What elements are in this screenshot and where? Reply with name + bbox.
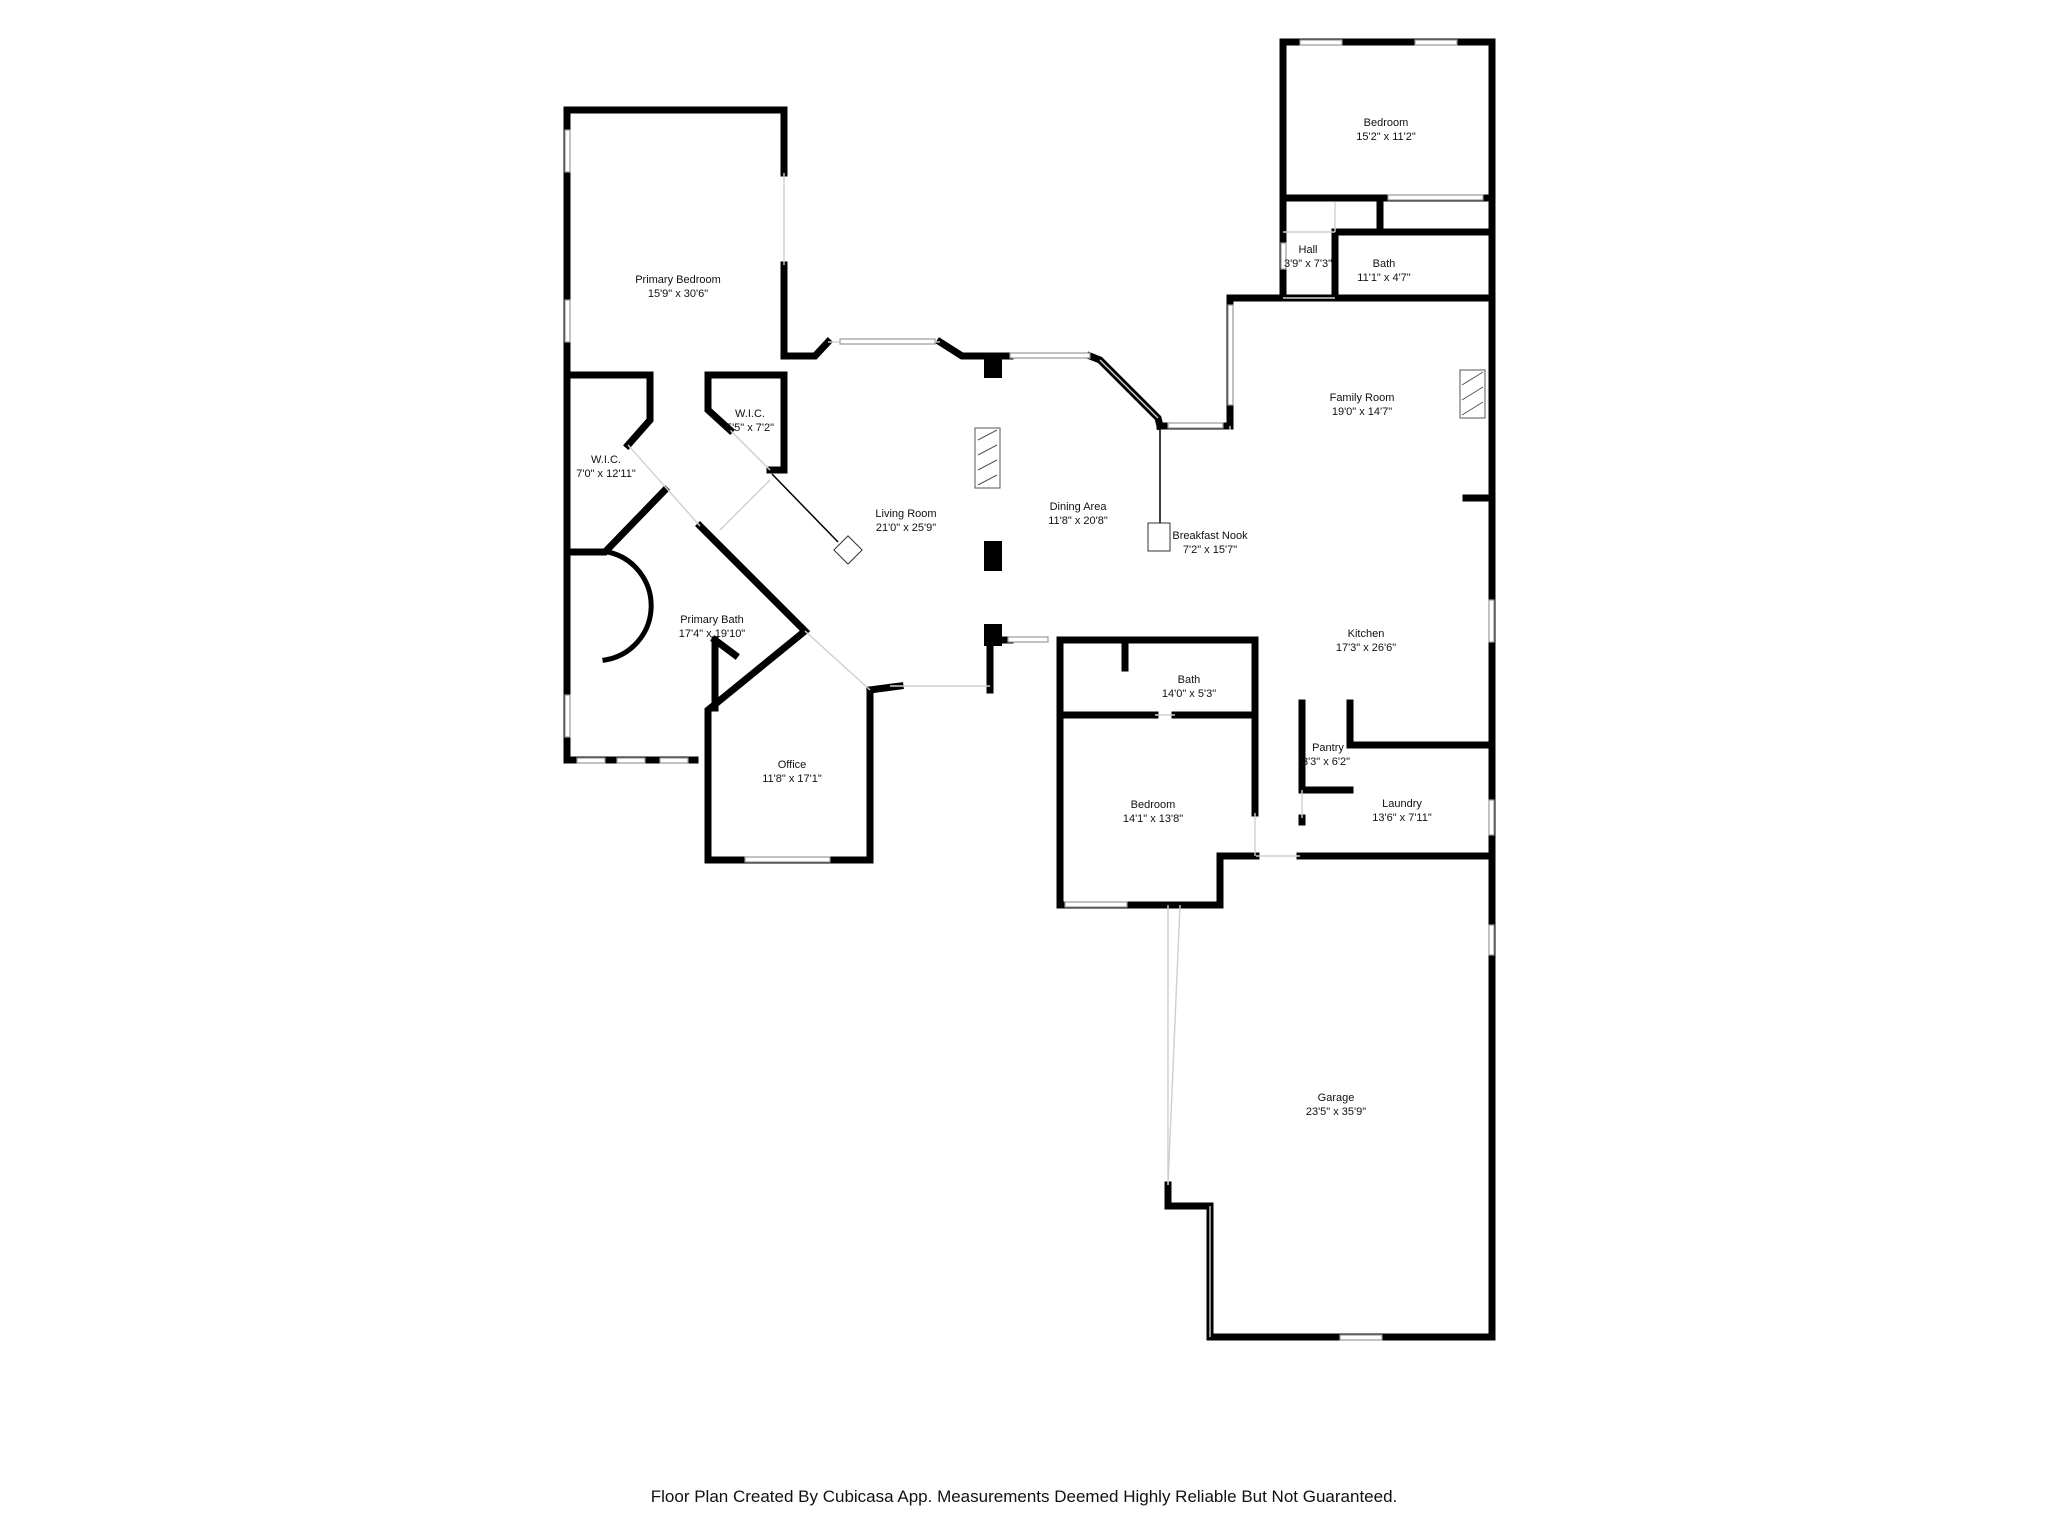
room-name-living-room: Living Room (875, 508, 936, 520)
room-name-primary-bath: Primary Bath (680, 614, 744, 626)
room-name-bath-top: Bath (1373, 258, 1396, 270)
footer-disclaimer: Floor Plan Created By Cubicasa App. Meas… (650, 1487, 1398, 1506)
room-dims-wic-right: 5'5" x 7'2" (726, 422, 774, 434)
room-name-wic-right: W.I.C. (735, 408, 765, 420)
room-name-hall: Hall (1299, 244, 1318, 256)
room-dims-primary-bedroom: 15'9" x 30'6" (648, 288, 708, 300)
openings (602, 173, 1336, 1337)
room-name-office: Office (778, 759, 807, 771)
room-dims-primary-bath: 17'4" x 19'10" (679, 628, 746, 640)
room-dims-breakfast-nook: 7'2" x 15'7" (1183, 544, 1237, 556)
room-name-family-room: Family Room (1330, 392, 1395, 404)
room-name-primary-bedroom: Primary Bedroom (635, 274, 721, 286)
room-name-bath-middle: Bath (1178, 674, 1201, 686)
room-dims-hall: 3'9" x 7'3" (1284, 258, 1332, 270)
room-name-wic-left: W.I.C. (591, 454, 621, 466)
room-labels: Bedroom 15'2" x 11'2" Hall 3'9" x 7'3" B… (576, 117, 1432, 1118)
walls (563, 38, 1496, 1341)
room-dims-office: 11'8" x 17'1" (762, 773, 822, 785)
room-dims-bedroom-top: 15'2" x 11'2" (1356, 131, 1416, 143)
fixtures (771, 369, 1486, 565)
windows (564, 39, 1495, 1341)
room-dims-bedroom-middle: 14'1" x 13'8" (1123, 813, 1183, 825)
room-name-pantry: Pantry (1312, 742, 1344, 754)
room-dims-living-room: 21'0" x 25'9" (876, 522, 936, 534)
room-dims-bath-middle: 14'0" x 5'3" (1162, 688, 1216, 700)
room-name-breakfast-nook: Breakfast Nook (1172, 530, 1248, 542)
room-dims-pantry: 3'3" x 6'2" (1302, 756, 1350, 768)
room-dims-garage: 23'5" x 35'9" (1306, 1106, 1366, 1118)
room-name-bedroom-middle: Bedroom (1131, 799, 1176, 811)
room-name-laundry: Laundry (1382, 798, 1422, 810)
room-dims-bath-top: 11'1" x 4'7" (1357, 272, 1410, 284)
room-name-dining-area: Dining Area (1050, 501, 1108, 513)
room-dims-family-room: 19'0" x 14'7" (1332, 406, 1392, 418)
room-name-bedroom-top: Bedroom (1364, 117, 1409, 129)
room-dims-kitchen: 17'3" x 26'6" (1336, 642, 1396, 654)
room-name-garage: Garage (1318, 1092, 1355, 1104)
room-dims-laundry: 13'6" x 7'11" (1372, 812, 1432, 824)
room-name-kitchen: Kitchen (1348, 628, 1385, 640)
room-dims-wic-left: 7'0" x 12'11" (576, 468, 636, 480)
room-dims-dining-area: 11'8" x 20'8" (1048, 515, 1108, 527)
